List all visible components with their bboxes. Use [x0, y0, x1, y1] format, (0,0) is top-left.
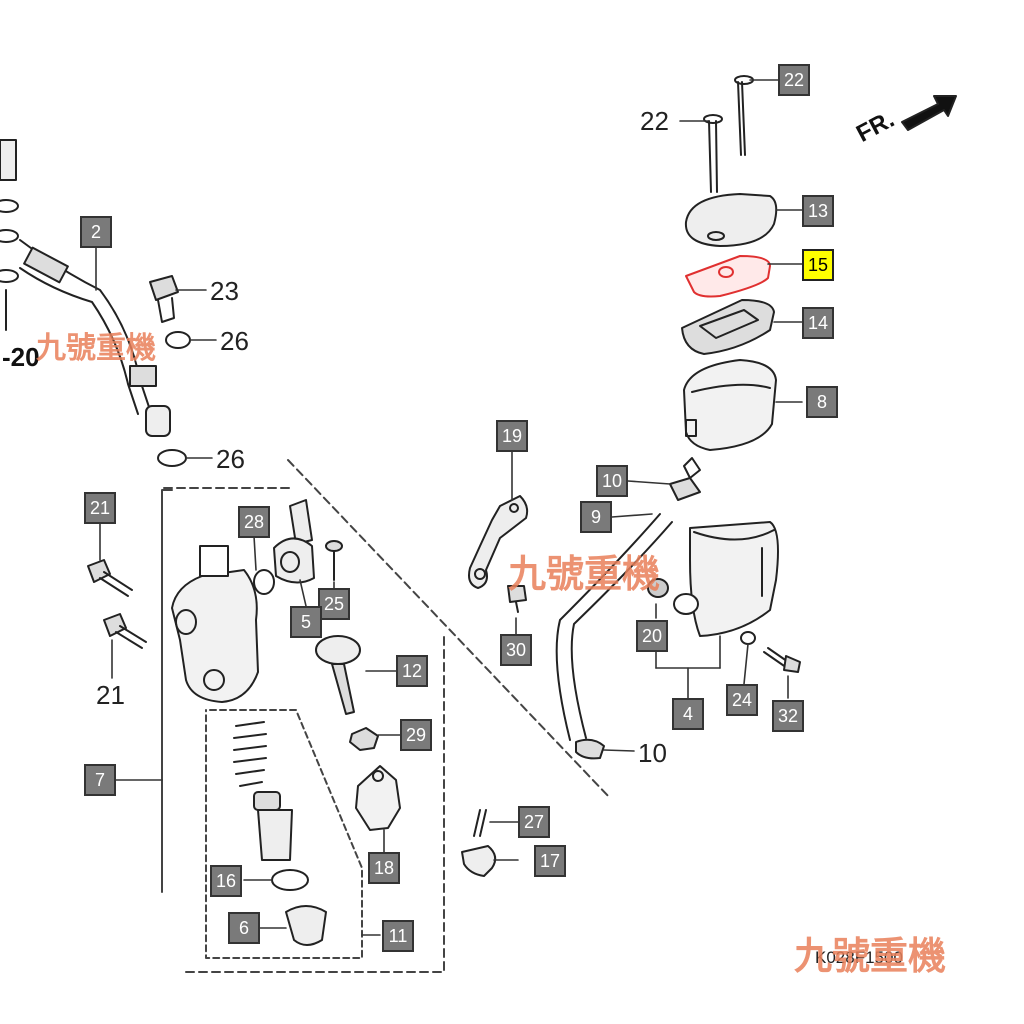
label-22: 22 [640, 106, 669, 136]
cotter-pin-27-icon [473, 809, 487, 837]
washer-26-bottom-icon [157, 449, 187, 467]
callout-25: 25 [318, 588, 350, 620]
inlet-joint-5-icon [273, 499, 315, 584]
reservoir-cap-13-icon [684, 193, 778, 247]
bracket-19-icon [468, 495, 529, 589]
group-7-bracket [161, 489, 173, 893]
brake-hose-2-icon [19, 239, 171, 437]
o-ring-28-icon [253, 569, 275, 595]
clevis-18-icon [355, 765, 401, 831]
group-11-bracket [205, 709, 363, 959]
callout-21: 21 [84, 492, 116, 524]
callout-28: 28 [238, 506, 270, 538]
bolt-21-top-icon [87, 559, 133, 597]
banjo-bolt-23-icon [149, 275, 179, 323]
callout-13: 13 [802, 195, 834, 227]
washer-26-top-icon [165, 331, 191, 349]
bolt-21-bottom-icon [103, 613, 147, 649]
callout-7: 7 [84, 764, 116, 796]
circlip-16-icon [271, 869, 309, 891]
callout-2: 2 [80, 216, 112, 248]
callout-22: 22 [778, 64, 810, 96]
joint-pin-17-icon [461, 845, 497, 877]
push-rod-12-icon [315, 635, 361, 715]
label-26-top: 26 [220, 326, 249, 356]
diagram-code: K028F1500 [815, 948, 903, 967]
callout-19: 19 [496, 420, 528, 452]
label-23: 23 [210, 276, 239, 306]
callout-17: 17 [534, 845, 566, 877]
boot-6-icon [285, 905, 327, 946]
hose-clip-10-bottom-icon [575, 738, 605, 760]
callout-20: 20 [636, 620, 668, 652]
label-10: 10 [638, 738, 667, 768]
watermark-bottom-right: 九號重機 [794, 936, 947, 978]
callout-30: 30 [500, 634, 532, 666]
callout-10: 10 [596, 465, 628, 497]
callout-8: 8 [806, 386, 838, 418]
bolt-22-right-icon [734, 75, 754, 156]
callout-15-highlighted: 15 [802, 249, 834, 281]
washer-24-icon [740, 631, 756, 645]
callout-32: 32 [772, 700, 804, 732]
callout-16: 16 [210, 865, 242, 897]
reference-label: -20 [2, 342, 40, 372]
callout-14: 14 [802, 307, 834, 339]
reservoir-hose-9-icon [555, 513, 673, 741]
group-main-outline [163, 459, 611, 973]
bolt-32-icon [763, 647, 801, 673]
callout-4: 4 [672, 698, 704, 730]
master-cylinder-7-icon [171, 545, 259, 703]
watermark-center: 九號重機 [508, 554, 661, 596]
callout-24: 24 [726, 684, 758, 716]
callout-29: 29 [400, 719, 432, 751]
fr-arrow-icon [901, 95, 957, 131]
callout-27: 27 [518, 806, 550, 838]
callout-18: 18 [368, 852, 400, 884]
watermark-left: 九號重機 [36, 332, 156, 365]
label-21: 21 [96, 680, 125, 710]
callout-9: 9 [580, 501, 612, 533]
banjo-bolt-left-icon [0, 139, 19, 331]
nut-29-icon [349, 727, 379, 751]
callout-5: 5 [290, 606, 322, 638]
hose-clip-10-top-icon [669, 477, 701, 501]
diaphragm-14-icon [681, 299, 775, 355]
callout-6: 6 [228, 912, 260, 944]
bolt-30-icon [507, 585, 527, 613]
screw-25-icon [325, 540, 343, 581]
callout-12: 12 [396, 655, 428, 687]
piston-icon [253, 791, 293, 861]
label-26-bottom: 26 [216, 444, 245, 474]
bolt-22-left-icon [703, 114, 723, 193]
spring-icon [233, 721, 267, 787]
reservoir-body-8-icon [683, 359, 777, 451]
callout-11: 11 [382, 920, 414, 952]
